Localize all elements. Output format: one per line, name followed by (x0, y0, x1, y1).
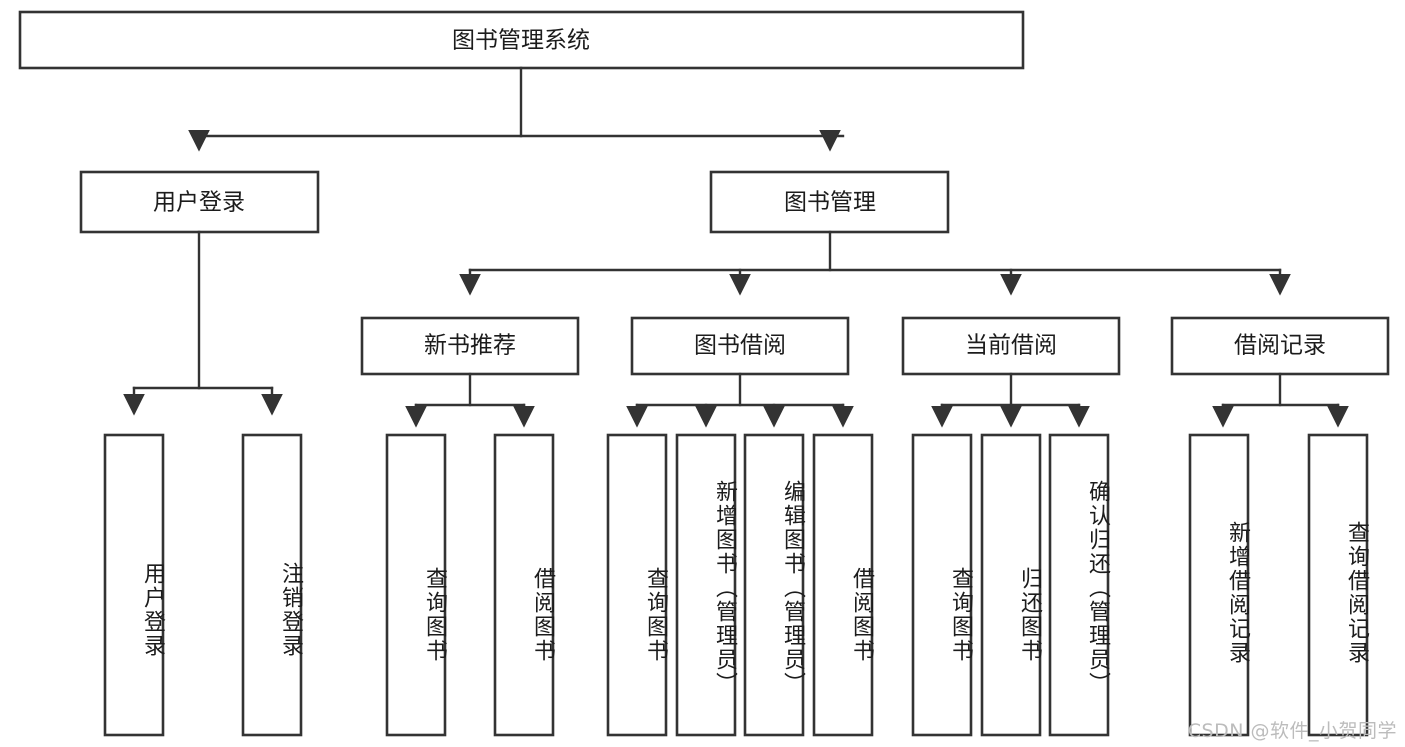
connector-borrowrecord-to-leaves (1212, 372, 1349, 428)
csdn-watermark: CSDN @软件_小贺同学 (1187, 720, 1397, 742)
user-login-box (79, 170, 320, 234)
new-book-recommend-box (360, 316, 580, 376)
node-book-borrow[interactable]: 图书借阅 (630, 316, 850, 376)
leaf-box-add-record[interactable] (1188, 433, 1250, 737)
node-root[interactable]: 图书管理系统 (18, 10, 1025, 70)
root-label: 图书管理系统 (452, 28, 590, 54)
current-borrow-box (901, 316, 1121, 376)
leaf-box-query-record[interactable] (1307, 433, 1369, 737)
connector-userlogin-to-leaves (123, 230, 283, 416)
leaf-box-logout[interactable] (241, 433, 303, 737)
book-manage-label: 图书管理 (784, 190, 876, 216)
leaf-box-query-book-2[interactable] (606, 433, 668, 737)
leaf-box-edit-book[interactable] (743, 433, 805, 737)
leaf-box-add-book[interactable] (675, 433, 737, 737)
leaf-box-confirm-return[interactable] (1048, 433, 1110, 737)
node-book-manage[interactable]: 图书管理 (709, 170, 950, 234)
leaf-box-return-book[interactable] (980, 433, 1042, 737)
leaf-box-query-book-1[interactable] (385, 433, 447, 737)
book-borrow-label: 图书借阅 (694, 333, 786, 359)
node-borrow-record[interactable]: 借阅记录 (1170, 316, 1390, 376)
connector-bookborrow-to-leaves (626, 372, 854, 428)
connector-newbook-to-leaves (405, 372, 535, 428)
borrow-record-label: 借阅记录 (1234, 333, 1326, 359)
leaf-box-borrow-book-2[interactable] (812, 433, 874, 737)
leaf-box-query-book-3[interactable] (911, 433, 973, 737)
connector-currentborrow-to-leaves (931, 372, 1090, 428)
root-box (18, 10, 1025, 70)
node-user-login[interactable]: 用户登录 (79, 170, 320, 234)
connector-root-to-level2 (188, 66, 845, 152)
new-book-recommend-label: 新书推荐 (424, 333, 516, 359)
leaf-box-borrow-book-1[interactable] (493, 433, 555, 737)
current-borrow-label: 当前借阅 (965, 333, 1057, 359)
node-current-borrow[interactable]: 当前借阅 (901, 316, 1121, 376)
user-login-label: 用户登录 (153, 190, 245, 216)
connector-bookmanage-to-level3 (459, 230, 1291, 296)
node-new-book-recommend[interactable]: 新书推荐 (360, 316, 580, 376)
leaf-box-user-login[interactable] (103, 433, 165, 737)
